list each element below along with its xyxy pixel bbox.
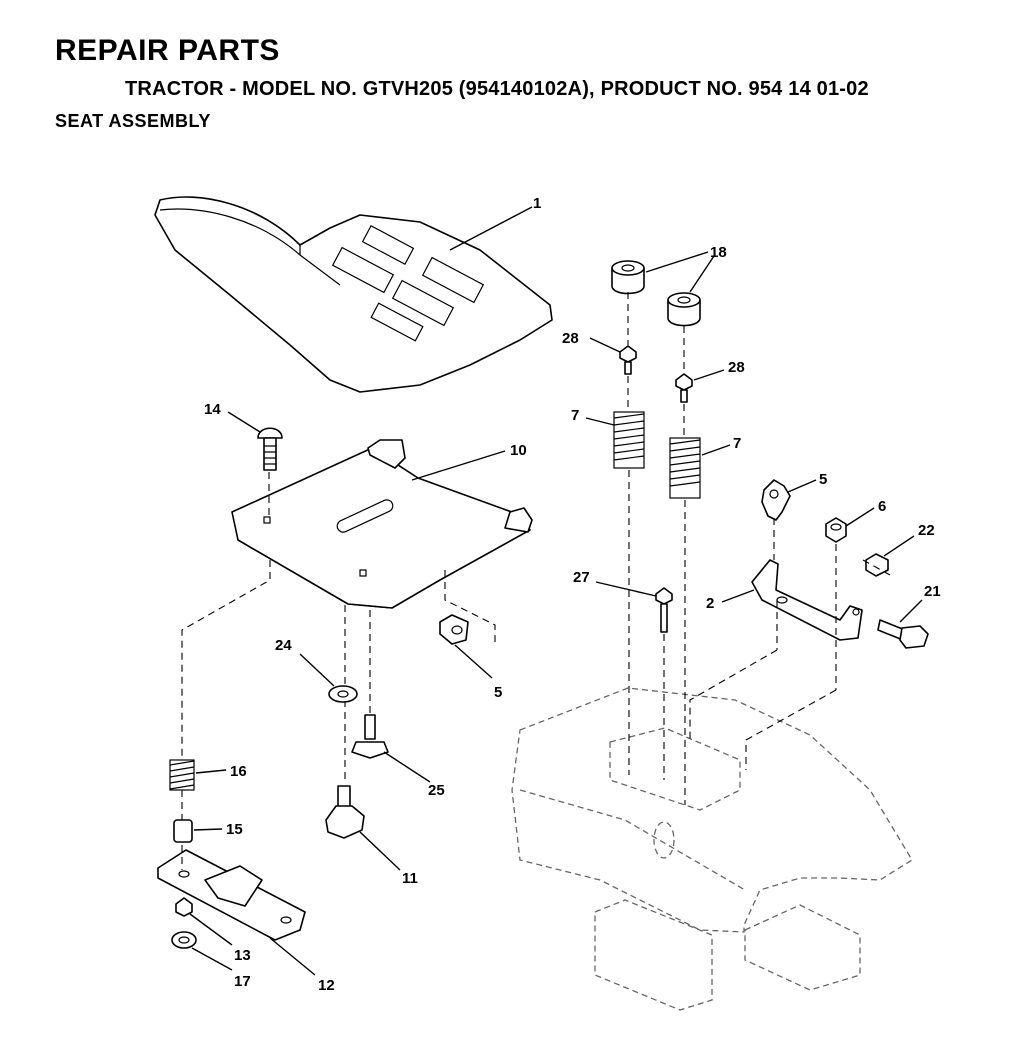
- callout-12: 12: [318, 977, 335, 994]
- carriage-bolt-part-14: [257, 427, 283, 471]
- bolt-part-27: [655, 587, 673, 633]
- callout-15: 15: [226, 821, 243, 838]
- bracket-plate-part-12: [157, 849, 306, 941]
- callout-6: 6: [878, 498, 886, 515]
- callout-5-left: 5: [494, 684, 502, 701]
- callout-28-right: 28: [728, 359, 745, 376]
- flange-nut-part-17: [171, 931, 197, 949]
- callout-22: 22: [918, 522, 935, 539]
- model-subtitle: TRACTOR - MODEL NO. GTVH205 (954140102A)…: [125, 78, 869, 100]
- callout-1: 1: [533, 195, 541, 212]
- knob-part-11: [325, 785, 365, 839]
- callout-24: 24: [275, 637, 292, 654]
- shoulder-bolt-part-25: [351, 714, 389, 759]
- callout-18: 18: [710, 244, 727, 261]
- callout-7-right: 7: [733, 435, 741, 452]
- spacer-part-15: [173, 819, 193, 843]
- tractor-frame-outline: [511, 687, 913, 1011]
- callout-2: 2: [706, 595, 714, 612]
- seat-switch-part-5-left: [439, 614, 469, 645]
- seat-pan-part-10: [231, 439, 533, 609]
- spacer-part-18: [611, 260, 701, 327]
- callout-16: 16: [230, 763, 247, 780]
- callout-28-left: 28: [562, 330, 579, 347]
- callout-13: 13: [234, 947, 251, 964]
- screw-part-28: [619, 345, 693, 403]
- callout-27: 27: [573, 569, 590, 586]
- spring-part-16: [169, 759, 195, 791]
- section-title: SEAT ASSEMBLY: [55, 111, 211, 131]
- page-title: REPAIR PARTS: [55, 34, 280, 67]
- callout-11: 11: [402, 870, 418, 887]
- callout-21: 21: [924, 583, 941, 600]
- seat-part-1: [154, 196, 553, 393]
- spring-part-7: [613, 411, 701, 499]
- bracket-part-2: [751, 559, 863, 641]
- callout-10: 10: [510, 442, 527, 459]
- nut-part-22: [865, 553, 889, 577]
- callout-labels: 1 18 28 28 7 7 14 10 5 6 22 2 21 27 24 5…: [204, 195, 941, 994]
- bolt-part-21: [877, 619, 929, 649]
- callout-7-left: 7: [571, 407, 579, 424]
- callout-14: 14: [204, 401, 221, 418]
- callout-5-right: 5: [819, 471, 827, 488]
- callout-17: 17: [234, 973, 251, 990]
- nut-part-6: [825, 517, 847, 543]
- seat-switch-part-5-right: [761, 479, 791, 521]
- nut-part-13: [175, 897, 193, 917]
- callout-25: 25: [428, 782, 445, 799]
- washer-part-24: [328, 685, 358, 703]
